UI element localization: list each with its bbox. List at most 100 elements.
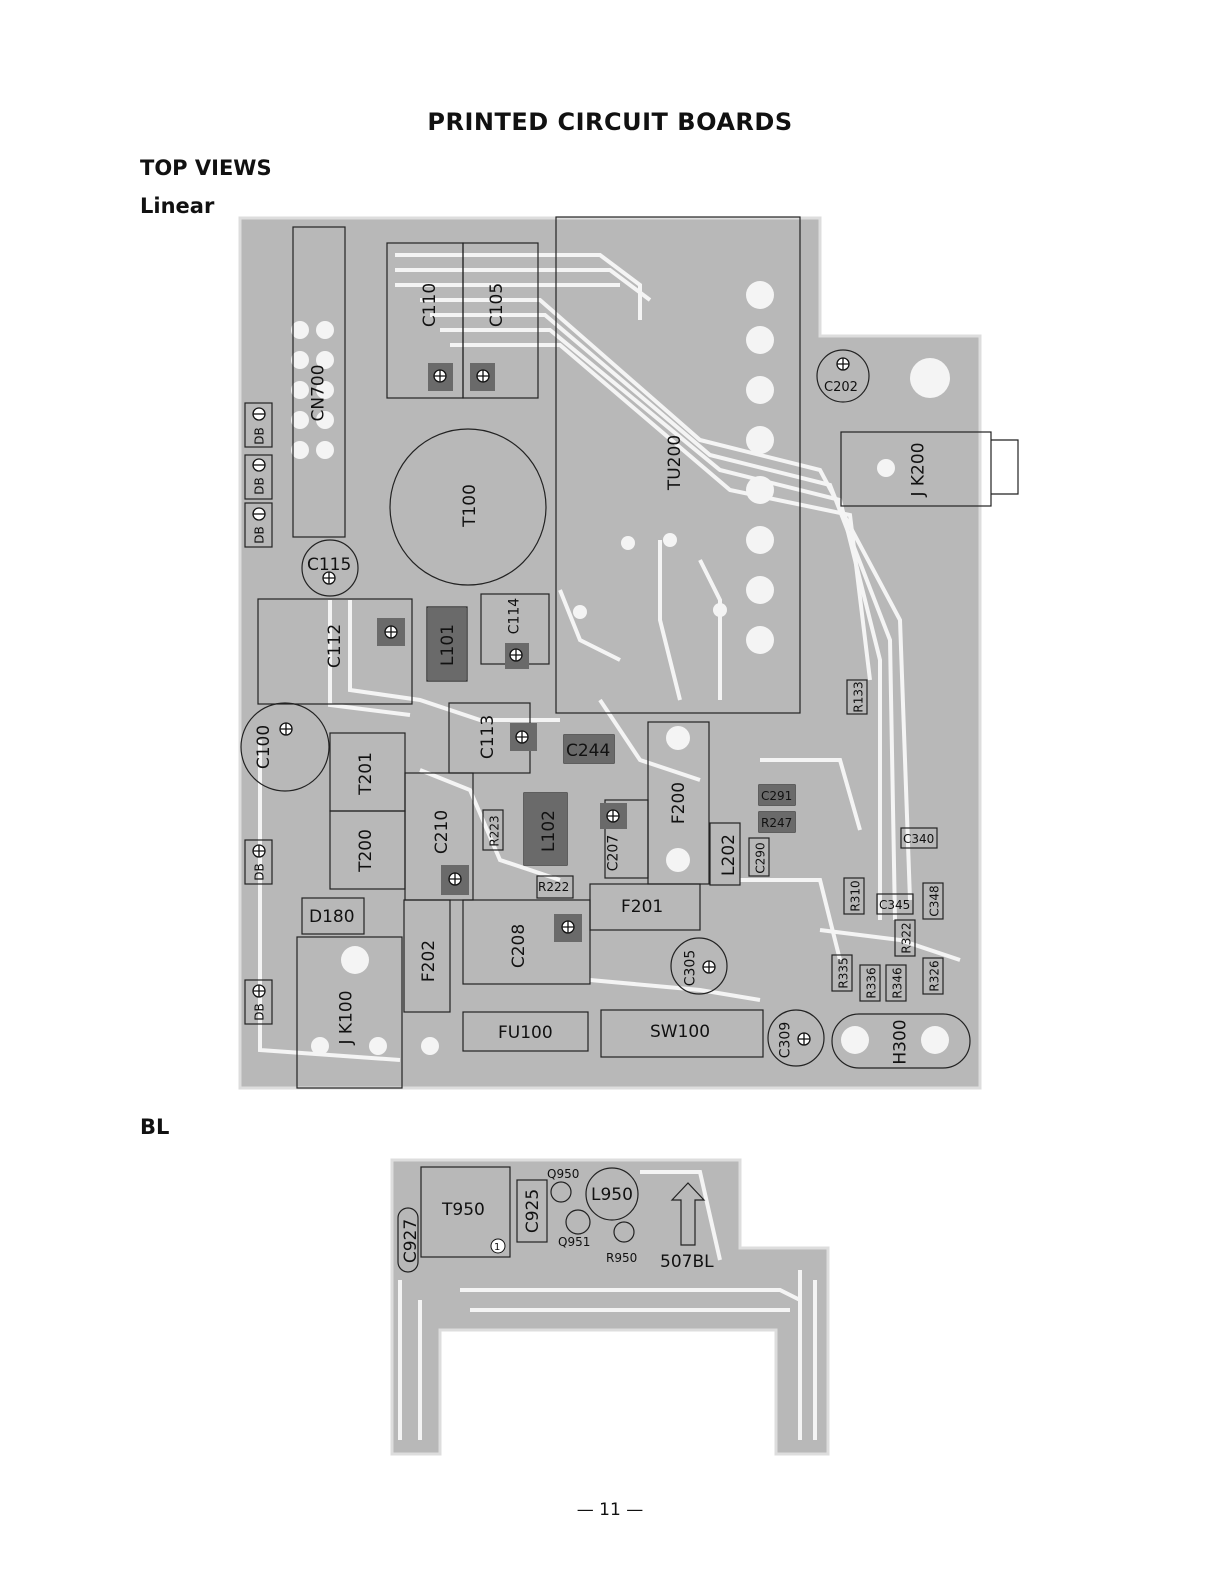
l101-body [428,608,466,680]
label-h300: H300 [891,1019,911,1064]
label-r326: R326 [928,960,942,991]
c208-plus-icon [561,920,575,934]
c309-outline [767,1009,825,1067]
label-c305: C305 [682,950,698,987]
label-jk200: J K200 [909,442,929,497]
db5-plus-icon [252,984,266,998]
page-number: — 11 — [576,1500,644,1520]
c305-outline [670,937,728,995]
c208-outline [462,899,591,985]
label-tu200: TU200 [665,435,685,491]
cn700-outline [292,226,346,538]
db3-outline [244,502,273,548]
label-c927: C927 [401,1219,421,1263]
label-l950: L950 [591,1185,633,1205]
label-c115: C115 [307,555,351,575]
label-c345: C345 [879,898,910,912]
t950-outline [420,1166,511,1258]
fu100-outline [462,1011,589,1052]
label-c290: C290 [754,842,768,873]
c348-outline [922,882,944,920]
c112-outline [257,598,413,705]
q950-outline [550,1181,572,1203]
label-c105: C105 [487,283,507,327]
l202-outline [709,822,741,886]
section-top-views-heading: TOP VIEWS [140,156,272,180]
r950-outline [613,1221,635,1243]
section-linear-heading: Linear [140,194,215,218]
label-507bl: 507BL [660,1252,714,1272]
label-r336: R336 [865,967,879,998]
c202-plus-icon [836,357,850,371]
r346-outline [885,964,907,1002]
label-c340: C340 [903,832,934,846]
db1-minus-icon [252,407,266,421]
label-jk100: J K100 [337,990,357,1045]
label-t950: T950 [441,1200,485,1220]
r247-body [759,812,795,832]
label-pin1: 1 [494,1242,500,1253]
l101-outline [426,606,468,682]
label-c110: C110 [420,283,440,327]
jk100-outline [296,936,403,1089]
label-l102: L102 [539,810,559,852]
r326-outline [922,957,944,995]
label-c348: C348 [928,885,942,916]
pad-group [291,281,950,1055]
c244-body [564,735,614,763]
label-db1: DB [253,427,267,444]
label-db5: DB [253,1003,267,1020]
label-d180: D180 [309,907,355,927]
c110-plus-icon [433,369,447,383]
label-r346: R346 [891,967,905,998]
c115-outline [301,539,359,597]
c345-outline [876,893,914,915]
label-r223: R223 [488,815,502,846]
label-db4: DB [253,863,267,880]
label-t100: T100 [460,484,480,528]
c927-outline [397,1207,419,1273]
label-c208: C208 [509,924,529,968]
label-t200: T200 [356,829,376,873]
tu200-outline [555,216,801,714]
c291-body [759,785,795,805]
label-f200: F200 [669,782,689,824]
label-c244: C244 [566,741,610,761]
c305-plus-icon [702,960,716,974]
c925-outline [516,1179,548,1243]
label-cn700: CN700 [309,364,329,421]
label-q950: Q950 [547,1167,579,1181]
db4-plus-icon [252,844,266,858]
arrow-507bl-icon [670,1182,706,1246]
label-c309: C309 [777,1022,793,1059]
page-title: PRINTED CIRCUIT BOARDS [427,108,793,136]
c113-plus-icon [515,730,529,744]
c115-plus-icon [322,571,336,585]
r335-outline [831,954,853,992]
c202-outline [816,349,870,403]
t100-outline [389,428,547,586]
label-r335: R335 [837,957,851,988]
f202-outline [403,899,451,1013]
label-c202: C202 [824,380,858,395]
c207-plus-icon [606,809,620,823]
label-c114: C114 [506,598,522,635]
label-l101: L101 [438,624,458,666]
label-db3: DB [253,526,267,543]
c100-outline [240,702,330,792]
label-r950: R950 [606,1251,637,1265]
label-c210: C210 [432,810,452,854]
label-t201: T201 [356,752,376,796]
jk200-plug-outline [991,439,1019,495]
jk200-outline [840,431,992,507]
label-l202: L202 [719,834,739,876]
label-r322: R322 [900,922,914,953]
label-c112: C112 [325,624,345,668]
q951-outline [565,1209,591,1235]
r223-outline [482,809,504,851]
c309-plus-icon [797,1032,811,1046]
section-bl-heading: BL [140,1115,170,1139]
label-c113: C113 [478,715,498,759]
r336-outline [859,964,881,1002]
r322-outline [894,919,916,957]
